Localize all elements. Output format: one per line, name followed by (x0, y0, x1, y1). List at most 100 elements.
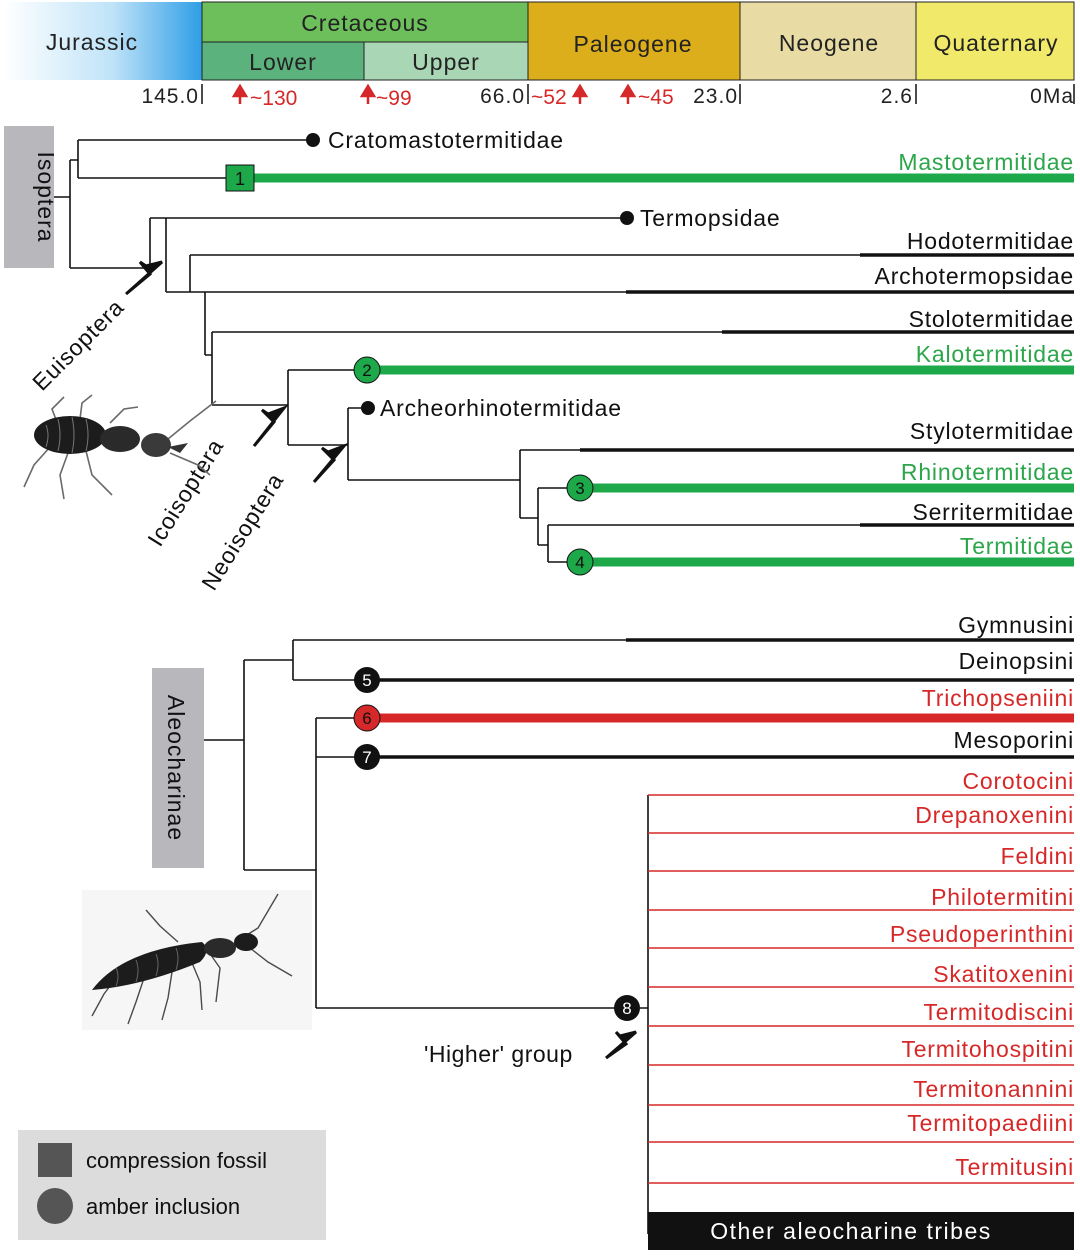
extinct-dot (620, 211, 634, 225)
taxon-label: Stylotermitidae (910, 418, 1074, 444)
up-arrow-icon (359, 83, 377, 104)
tribe-label: Termitohospitini (901, 1036, 1074, 1062)
higher-tribes: Corotocini Drepanoxenini Feldini Philote… (648, 768, 1074, 1184)
aleocharinae-label: Aleocharinae (163, 695, 189, 841)
tribe-label: Pseudoperinthini (890, 921, 1074, 947)
amber-marker (354, 744, 380, 770)
marker-number: 4 (575, 553, 584, 572)
arrow-icon (605, 1030, 637, 1060)
tribe-label: Termitusini (955, 1154, 1074, 1180)
tribe-label: Termitopaediini (907, 1110, 1074, 1136)
marker-number: 6 (362, 709, 371, 728)
extinct-dot (306, 133, 320, 147)
tribe-label: Drepanoxenini (915, 802, 1074, 828)
taxon-label: Trichopseniini (922, 685, 1074, 711)
amber-marker (566, 548, 594, 576)
taxon-label: Stolotermitidae (909, 306, 1074, 332)
taxon-label: Termopsidae (640, 205, 780, 231)
termite-illustration (23, 394, 217, 500)
legend-square-icon (38, 1143, 72, 1177)
taxon-label: Mesoporini (954, 727, 1075, 753)
age-label: 23.0 (693, 85, 738, 108)
taxon-label: Rhinotermitidae (901, 459, 1074, 485)
aleocharinae-label-box (152, 668, 204, 868)
marker-number: 2 (362, 361, 371, 380)
epoch-lower-label: Lower (249, 49, 317, 75)
legend-label: compression fossil (86, 1148, 267, 1173)
tribe-label: Termitonannini (913, 1076, 1074, 1102)
tribe-label: Philotermitini (931, 884, 1074, 910)
amber-marker (566, 474, 594, 502)
taxon-label: Termitidae (960, 533, 1074, 559)
period-paleogene-label: Paleogene (574, 31, 693, 57)
period-cretaceous-label: Cretaceous (301, 10, 429, 36)
period-cretaceous-box (201, 1, 529, 43)
legend: compression fossil amber inclusion (18, 1130, 326, 1240)
epoch-lower-box (201, 41, 365, 81)
amber-marker (614, 995, 640, 1021)
age-label: 66.0 (480, 85, 525, 108)
up-arrow-icon (619, 83, 637, 104)
tribe-label: Skatitoxenini (933, 961, 1074, 987)
taxon-label: Hodotermitidae (907, 228, 1074, 254)
taxon-label: Serritermitidae (912, 499, 1074, 525)
compression-fossil-marker (225, 164, 255, 192)
age-label: 0Ma (1030, 85, 1074, 108)
marker-number: 5 (362, 671, 371, 690)
isoptera-extant-lines (240, 173, 1074, 567)
clade-label-neoisoptera: Neoisoptera (196, 468, 288, 594)
isoptera-tree: Isoptera (4, 126, 1074, 595)
tribe-label: Termitodiscini (923, 999, 1074, 1025)
aleocharinae-branches (204, 639, 649, 1234)
arrow-icon (125, 260, 163, 296)
marker-number: 8 (622, 999, 631, 1018)
isoptera-label-box (4, 126, 54, 268)
marker-label: ~45 (638, 86, 674, 109)
marker-number: 1 (235, 169, 245, 189)
period-jurassic-box (4, 2, 202, 80)
other-tribes-bar (648, 1212, 1074, 1250)
taxon-label: Mastotermitidae (898, 149, 1074, 175)
taxon-label: Deinopsini (959, 648, 1074, 674)
amber-marker (354, 667, 380, 693)
age-label: 2.6 (881, 85, 913, 108)
tribe-label: Feldini (1001, 843, 1074, 869)
beetle-illustration (82, 890, 312, 1030)
arrow-icon (312, 442, 349, 484)
amber-marker (353, 704, 381, 732)
period-paleogene-box (527, 1, 741, 81)
time-scale: Jurassic Cretaceous Lower Upper Paleogen… (4, 1, 1075, 110)
marker-label: ~130 (250, 87, 297, 110)
epoch-upper-label: Upper (412, 49, 480, 75)
epoch-upper-box (363, 41, 529, 81)
aleocharinae-tree: Aleocharinae 5 6 7 8 Gymnusini Deinopsin… (82, 612, 1074, 1250)
marker-label: ~99 (376, 87, 412, 110)
marker-label: ~52 (531, 86, 567, 109)
higher-group-label: 'Higher' group (424, 1041, 573, 1067)
taxon-label: Archeorhinotermitidae (380, 395, 622, 421)
taxon-label: Archotermopsidae (875, 263, 1074, 289)
period-quaternary-box (915, 1, 1075, 81)
tribe-label: Corotocini (962, 768, 1074, 794)
period-neogene-box (739, 1, 917, 81)
other-tribes-label: Other aleocharine tribes (710, 1218, 991, 1244)
marker-number: 3 (575, 479, 584, 498)
period-neogene-label: Neogene (779, 30, 879, 56)
up-arrow-icon (231, 83, 249, 104)
legend-label: amber inclusion (86, 1194, 240, 1219)
taxon-label: Kalotermitidae (916, 341, 1074, 367)
clade-label-euisoptera: Euisoptera (27, 294, 129, 396)
amber-marker (353, 356, 381, 384)
up-arrow-icon (571, 83, 589, 104)
arrow-icon (252, 404, 289, 447)
marker-number: 7 (362, 748, 371, 767)
age-label: 145.0 (141, 85, 199, 108)
taxon-label: Cratomastotermitidae (328, 127, 564, 153)
extinct-dot (361, 401, 375, 415)
taxon-label: Gymnusini (958, 612, 1074, 638)
legend-circle-icon (37, 1188, 73, 1224)
period-quaternary-label: Quaternary (933, 30, 1058, 56)
period-jurassic-label: Jurassic (46, 29, 138, 55)
